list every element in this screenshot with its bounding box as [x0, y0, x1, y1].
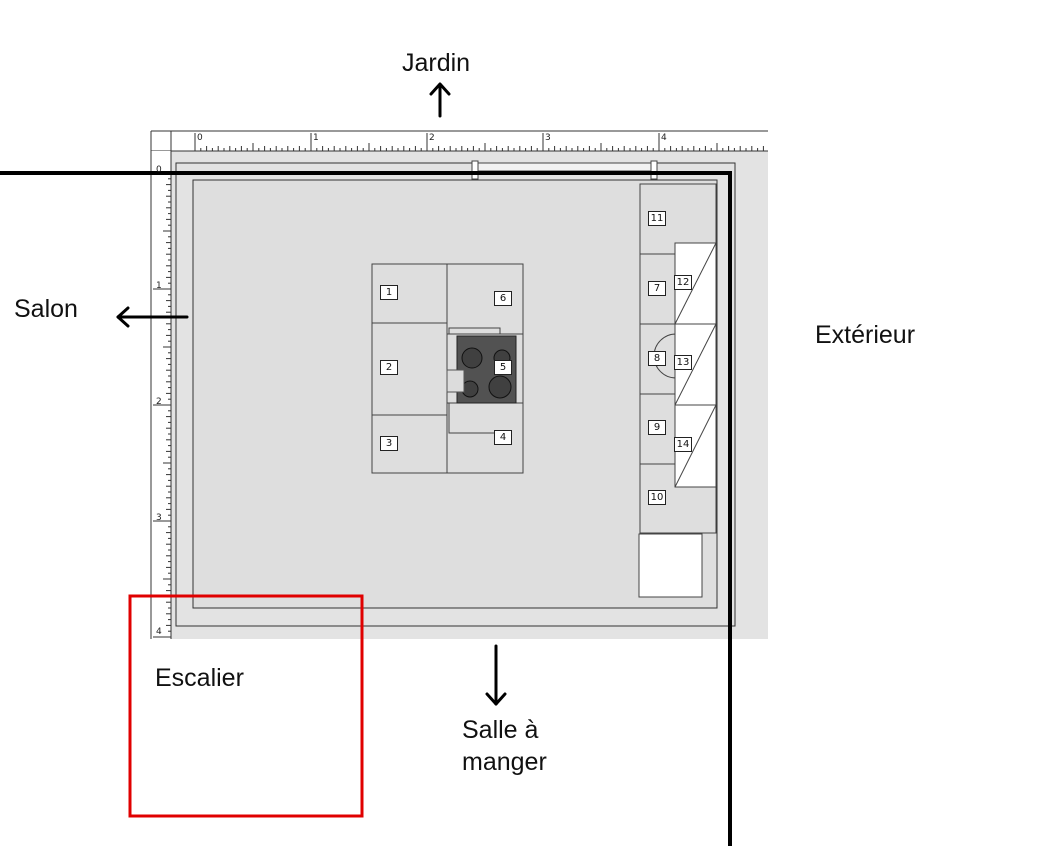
item-label-12: 12	[674, 275, 692, 290]
vertical-ruler-tick-label: 1	[156, 281, 162, 291]
label-salle-a-manger-line1: Salle à	[462, 716, 539, 744]
label-salle-a-manger-line2: manger	[462, 748, 547, 776]
horizontal-ruler-tick-label: 0	[197, 133, 203, 143]
room-outer-outline	[175, 162, 736, 627]
vertical-ruler-tick-label: 0	[156, 165, 162, 175]
item-label-4: 4	[494, 430, 512, 445]
horizontal-ruler	[151, 131, 768, 151]
label-exterieur: Extérieur	[815, 321, 916, 349]
label-escalier: Escalier	[155, 664, 244, 692]
item-label-5: 5	[494, 360, 512, 375]
item-label-9: 9	[648, 420, 666, 435]
item-label-14: 14	[674, 437, 692, 452]
horizontal-ruler-tick-label: 4	[661, 133, 667, 143]
vertical-ruler-tick-label: 3	[156, 513, 162, 523]
stair-zone	[128, 594, 364, 818]
horizontal-ruler-ticks	[194, 133, 764, 151]
item-label-8: 8	[648, 351, 666, 366]
item-label-3: 3	[380, 436, 398, 451]
wall-lines	[0, 171, 732, 846]
horizontal-ruler-tick-label: 1	[313, 133, 319, 143]
item-label-1: 1	[380, 285, 398, 300]
item-label-7: 7	[648, 281, 666, 296]
vertical-ruler-tick-label: 2	[156, 397, 162, 407]
vertical-ruler	[151, 151, 171, 639]
vertical-ruler-tick-label: 4	[156, 627, 162, 637]
horizontal-ruler-tick-label: 3	[545, 133, 551, 143]
vertical-ruler-ticks	[153, 172, 171, 638]
item-label-6: 6	[494, 291, 512, 306]
item-label-13: 13	[674, 355, 692, 370]
item-label-10: 10	[648, 490, 666, 505]
label-jardin: Jardin	[402, 49, 471, 77]
item-label-2: 2	[380, 360, 398, 375]
horizontal-ruler-tick-label: 2	[429, 133, 435, 143]
label-salon: Salon	[14, 295, 78, 323]
corner-unit	[638, 533, 703, 598]
item-label-11: 11	[648, 211, 666, 226]
direction-arrows	[116, 82, 507, 706]
